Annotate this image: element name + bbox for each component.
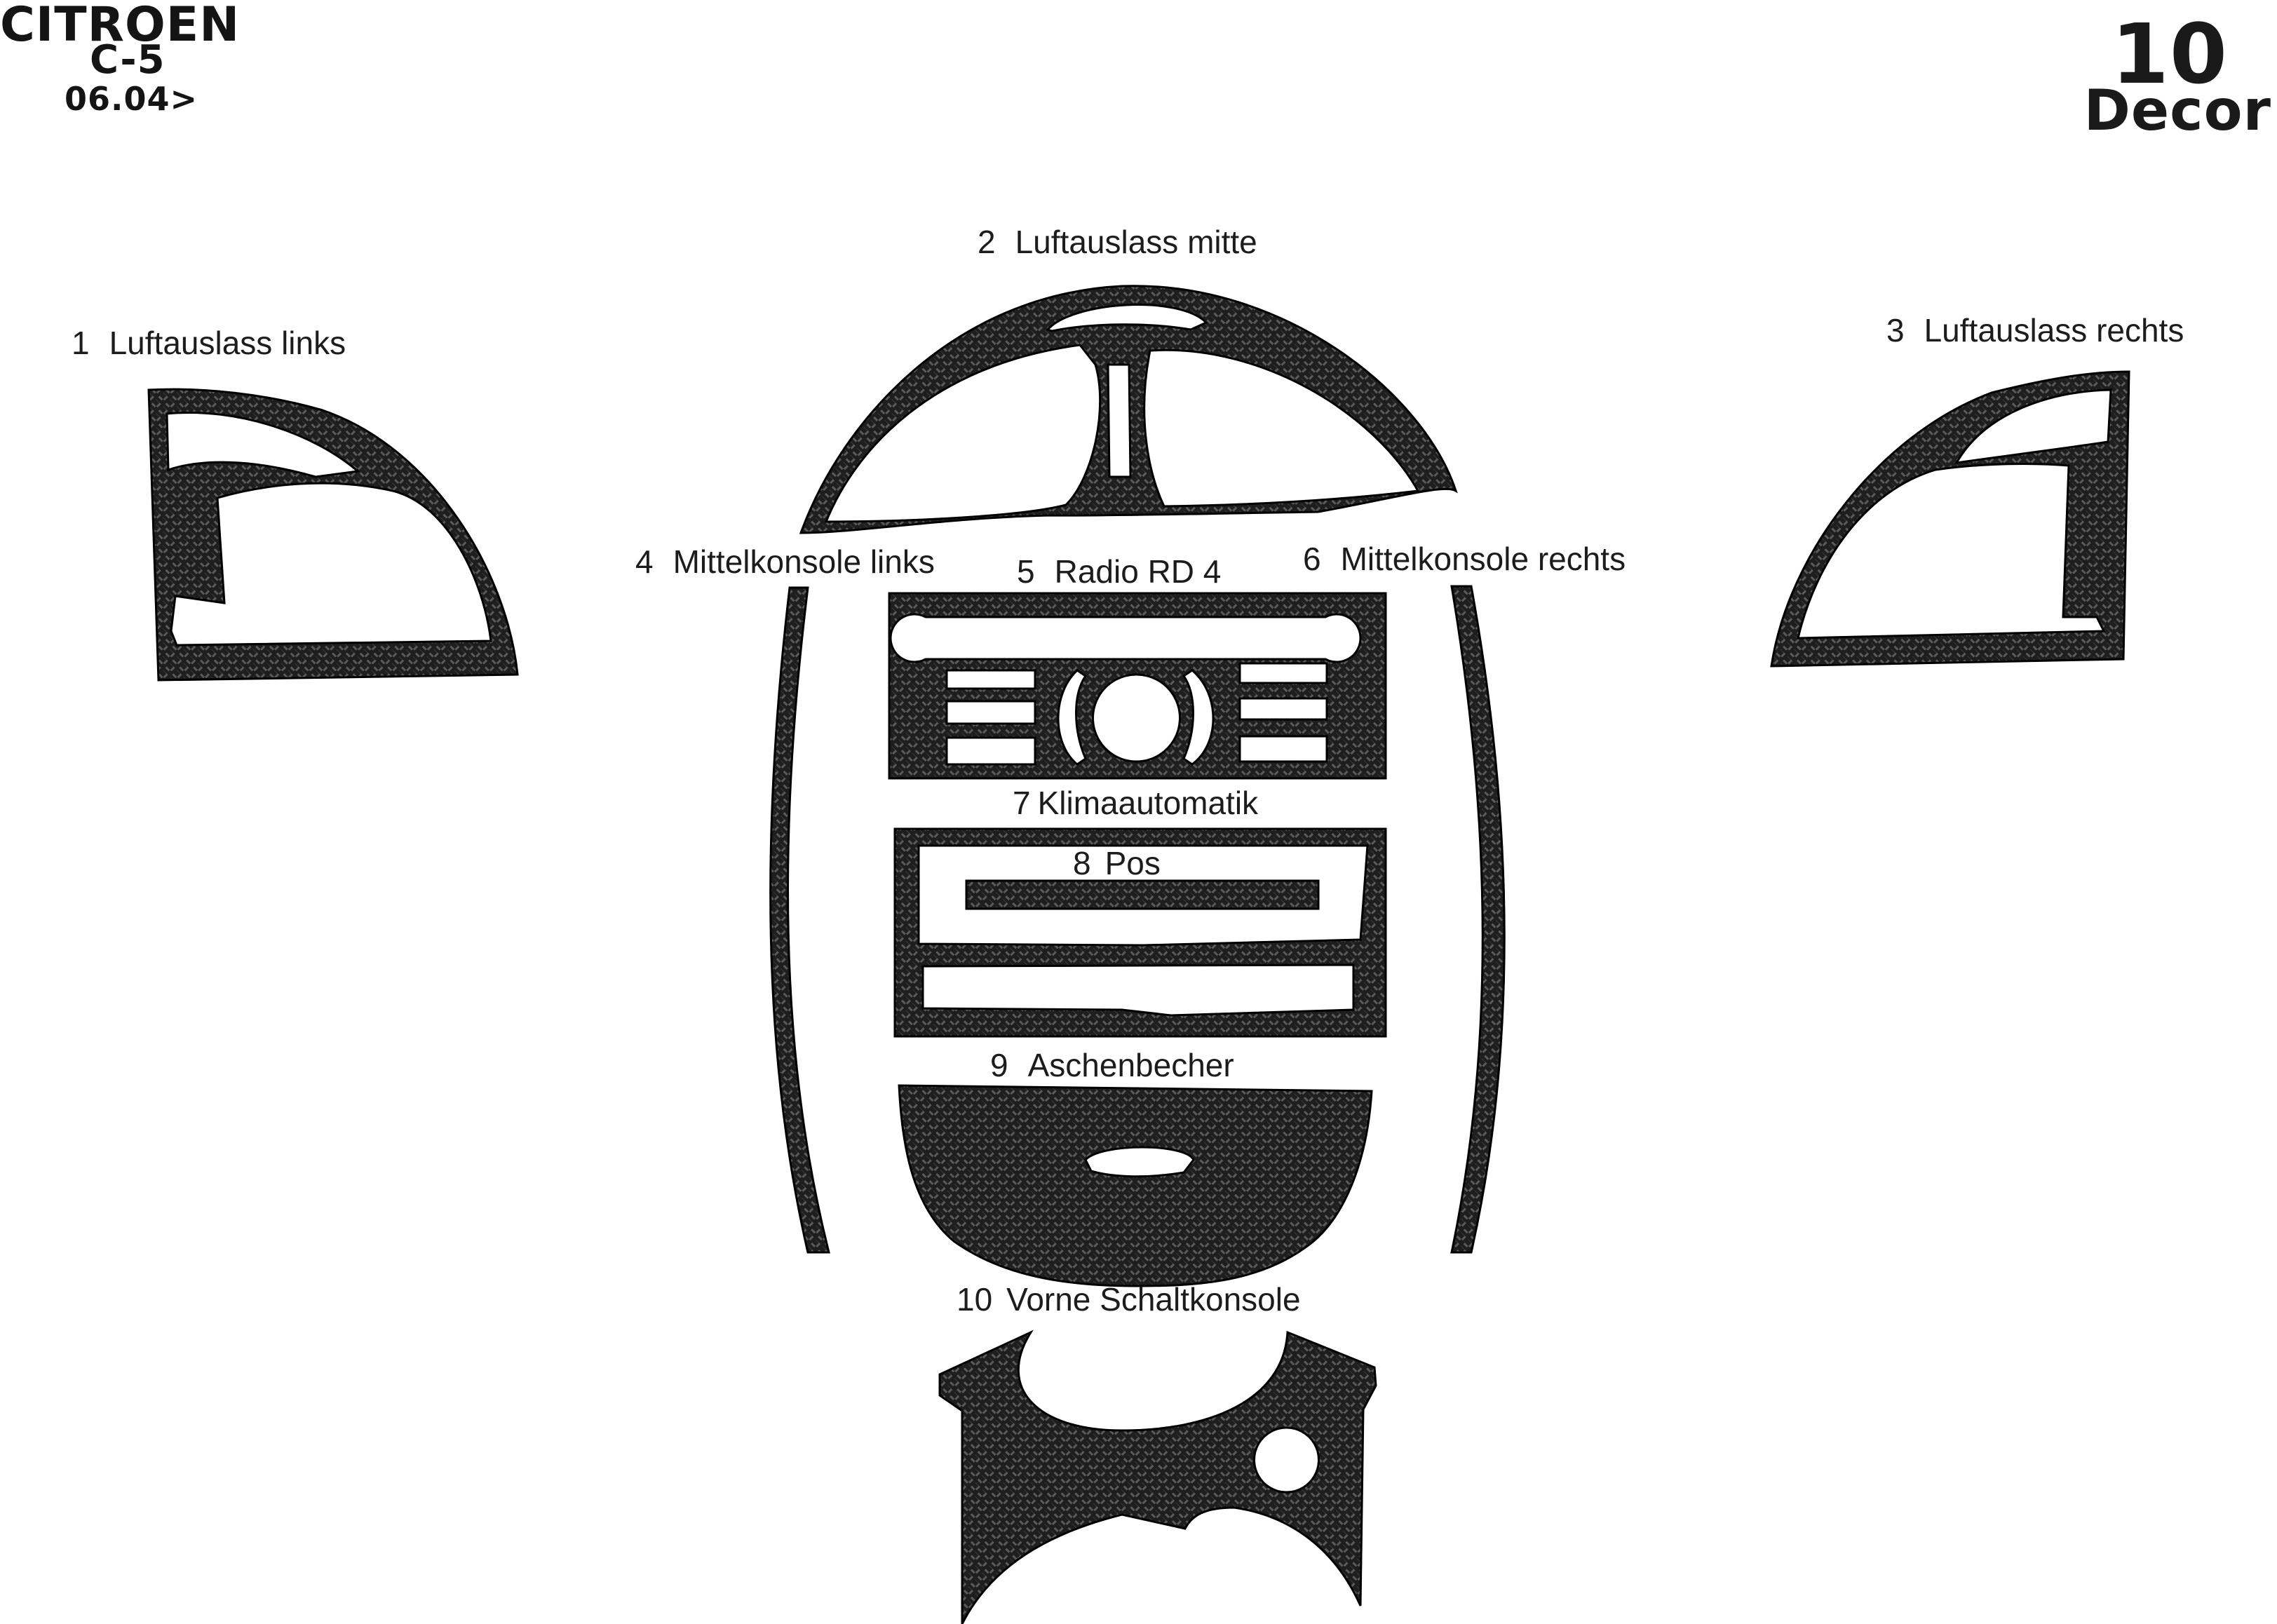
- part-10-vorne-schaltkonsole: [938, 1329, 1377, 1624]
- part-3-luftauslass-rechts: [1770, 370, 2130, 668]
- part-4-mittelkonsole-links: [769, 586, 830, 1254]
- production-date: 06.04>: [65, 80, 198, 118]
- part-5-radio-rd4: [888, 592, 1387, 780]
- part-8-pos: [965, 879, 1320, 910]
- brand-name: CITROEN: [0, 0, 241, 53]
- part-6-mittelkonsole-rechts: [1450, 585, 1506, 1254]
- part-2-luftauslass-mitte: [799, 285, 1458, 534]
- part-7-klimaautomatik: [893, 827, 1387, 1038]
- piece-count-label: Decor: [2083, 78, 2271, 143]
- piece-count: 10: [2111, 6, 2228, 102]
- model-name: C-5: [90, 37, 165, 83]
- part-1-luftauslass-links: [147, 388, 519, 682]
- part-9-aschenbecher: [898, 1084, 1373, 1287]
